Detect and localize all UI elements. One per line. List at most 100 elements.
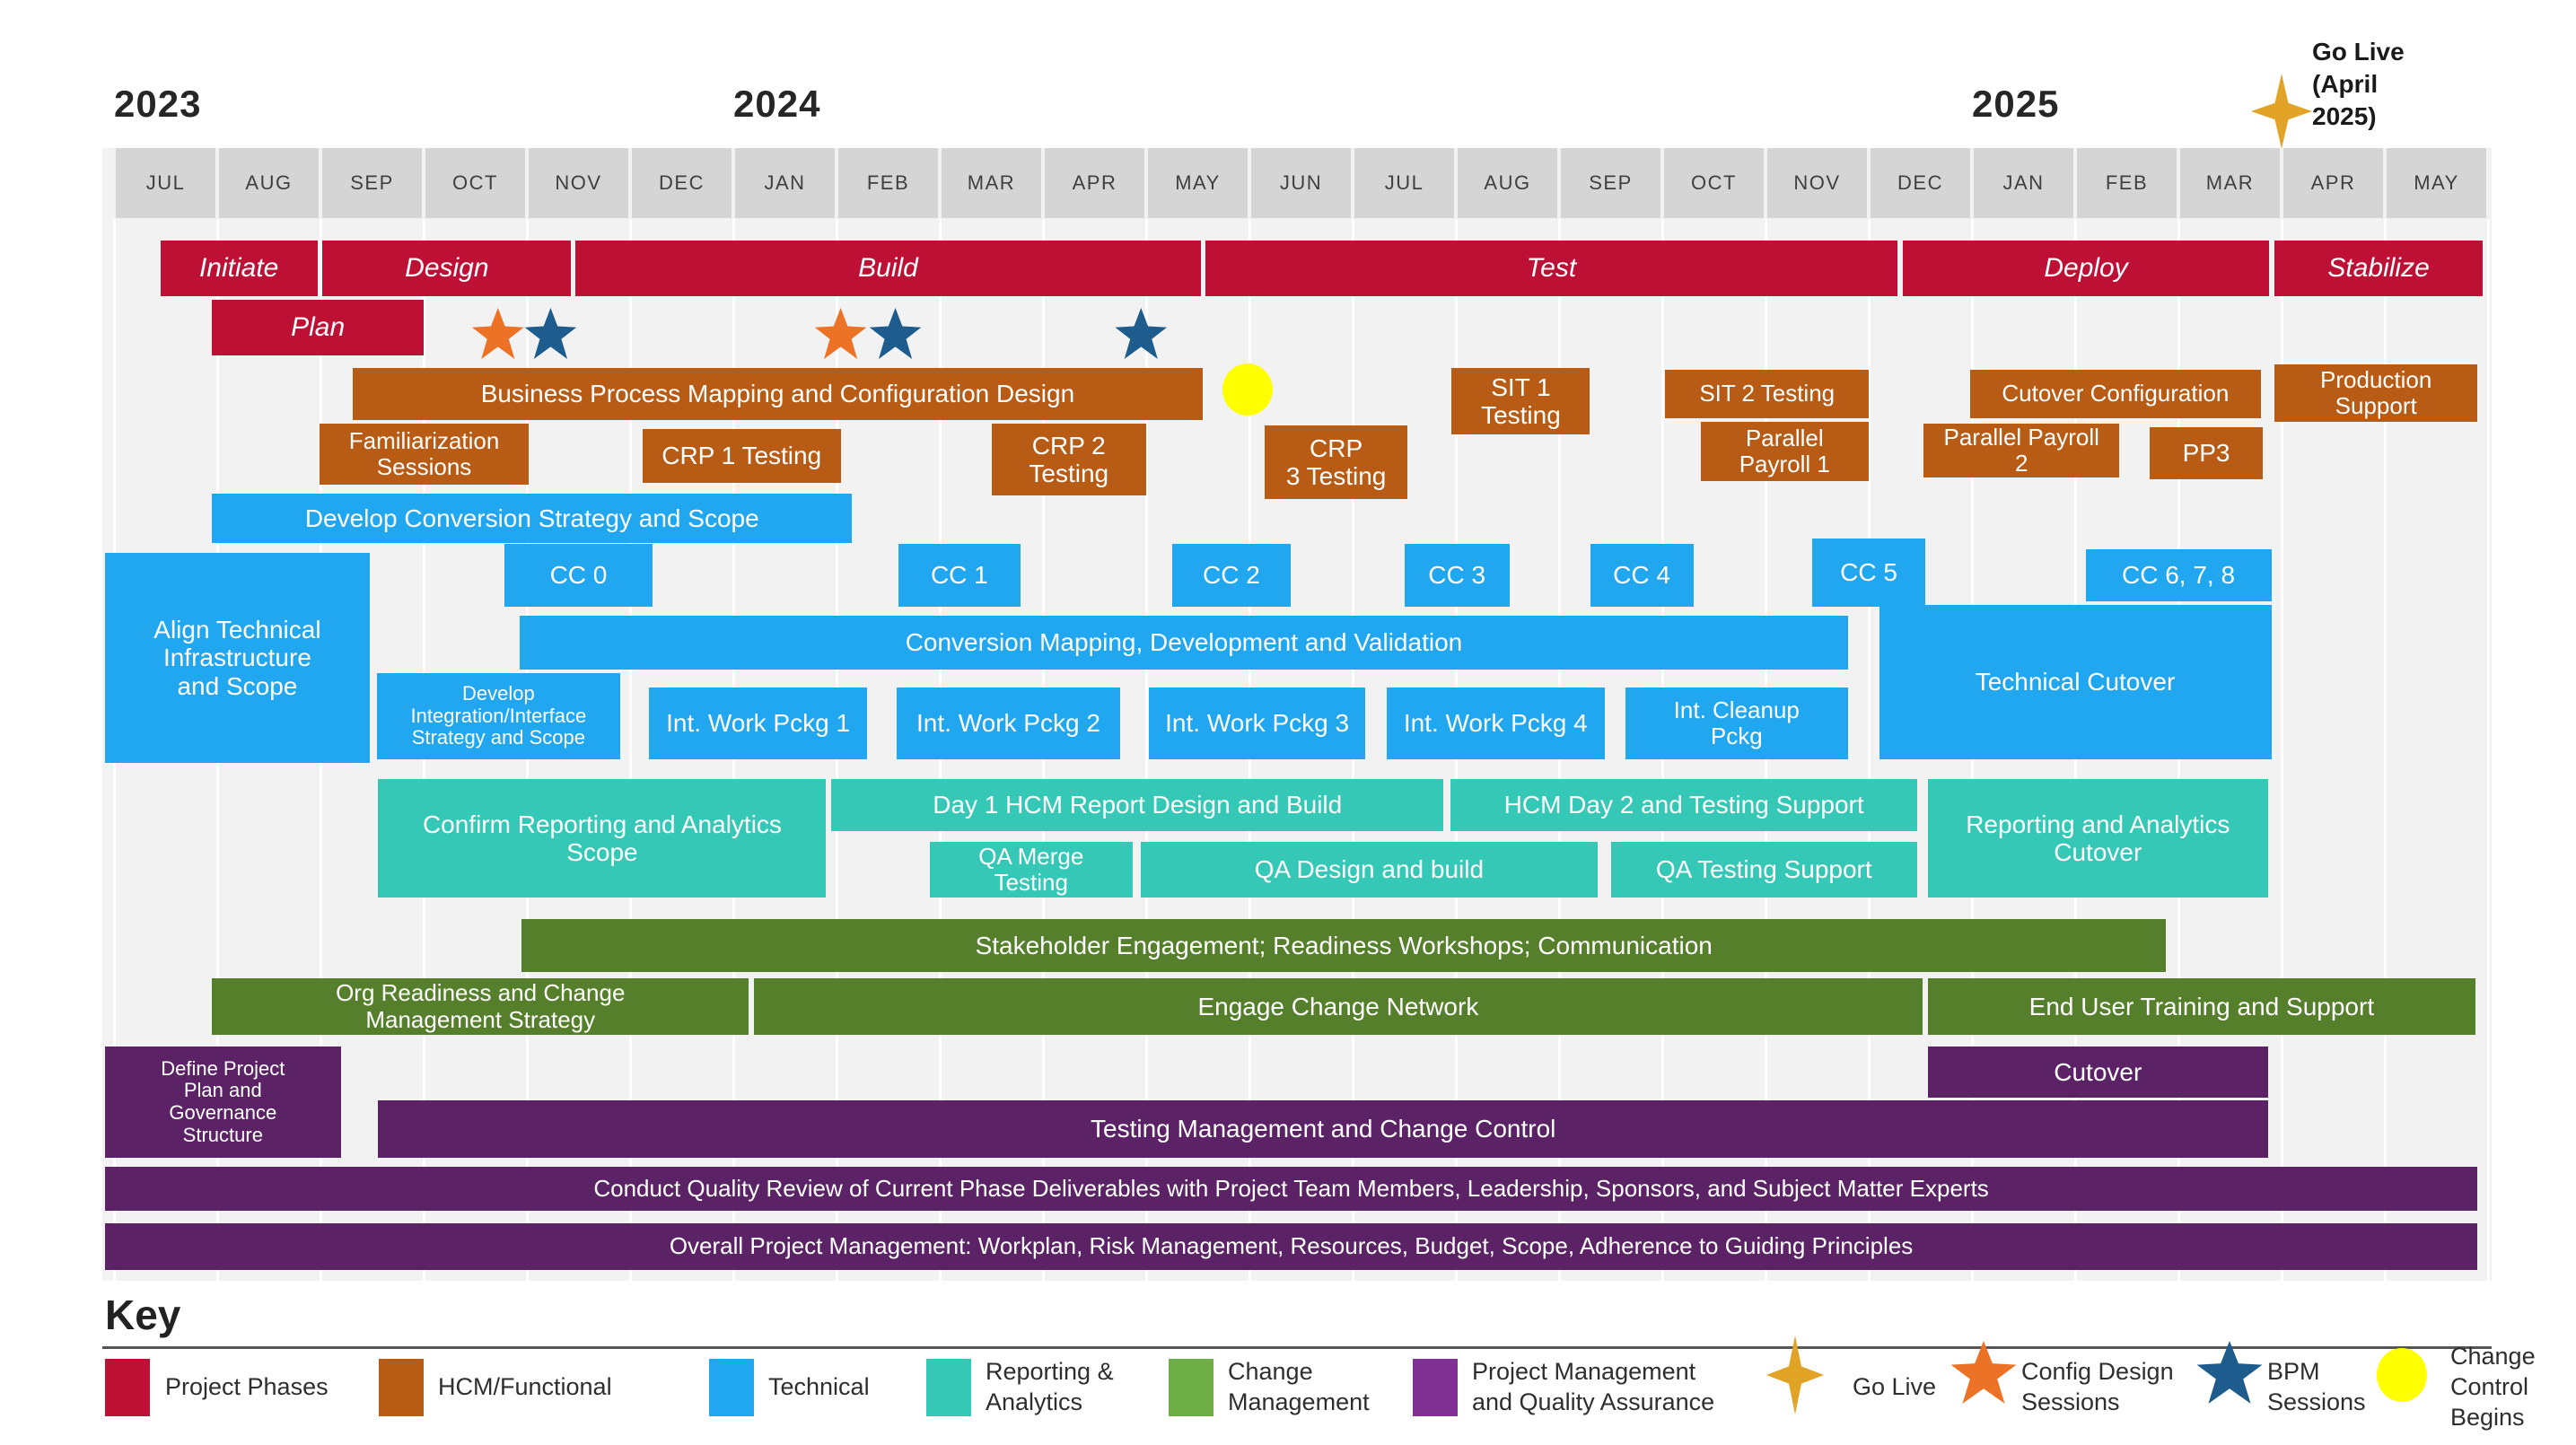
bar-production-support: Production Support (2274, 364, 2478, 422)
bar-phase-initiate: Initiate (160, 241, 318, 296)
bar-cutover-configuration: Cutover Configuration (1969, 370, 2261, 418)
month-cell-may-22: MAY (2387, 148, 2486, 218)
bar-qa-design-and-build: QA Design and build (1141, 842, 1598, 898)
bar-pp3: PP3 (2149, 427, 2264, 479)
bar-reporting-analytics-cutover: Reporting and Analytics Cutover (1927, 779, 2269, 898)
month-cell-apr-21: APR (2283, 148, 2383, 218)
month-gridline (1867, 219, 1871, 1281)
month-cell-sep-2: SEP (322, 148, 422, 218)
key-swatch-change-management (1169, 1359, 1214, 1416)
bar-day-1-hcm-report: Day 1 HCM Report Design and Build (831, 779, 1444, 831)
key-label-config-design-sessions: Config Design Sessions (2021, 1358, 2174, 1415)
bar-technical-cutover: Technical Cutover (1879, 605, 2272, 759)
month-cell-mar-8: MAR (942, 148, 1041, 218)
bar-int-cleanup-pckg: Int. Cleanup Pckg (1625, 687, 1848, 759)
change-control-begins-circle-icon (1222, 363, 1273, 416)
bar-testing-management: Testing Management and Change Control (378, 1100, 2269, 1158)
bar-int-work-pckg-1: Int. Work Pckg 1 (648, 687, 868, 759)
key-bpm-sessions-icon (2196, 1341, 2263, 1404)
key-label-go-live: Go Live (1853, 1373, 1937, 1401)
month-gridline (1144, 219, 1148, 1281)
bar-crp-1-testing: CRP 1 Testing (642, 429, 841, 483)
month-cell-feb-7: FEB (838, 148, 938, 218)
bar-int-work-pckg-2: Int. Work Pckg 2 (896, 687, 1121, 759)
bar-qa-testing-support: QA Testing Support (1610, 842, 1918, 898)
month-cell-feb-19: FEB (2077, 148, 2177, 218)
key-swatch-reporting-analytics (926, 1359, 971, 1416)
bar-engage-change-network: Engage Change Network (754, 978, 1923, 1035)
bar-hcm-day-2-testing-support: HCM Day 2 and Testing Support (1450, 779, 1918, 831)
key-label-project-management-and-quality-assurance: Project Management and Quality Assurance (1472, 1358, 1715, 1415)
month-cell-aug-13: AUG (1458, 148, 1557, 218)
key-swatch-technical (709, 1359, 754, 1416)
bar-cc-5: CC 5 (1811, 539, 1926, 607)
bar-develop-integration-strategy: Develop Integration/Interface Strategy a… (377, 673, 620, 759)
bar-parallel-payroll-1: Parallel Payroll 1 (1700, 422, 1869, 481)
month-cell-nov-4: NOV (529, 148, 628, 218)
bar-overall-project-management: Overall Project Management: Workplan, Ri… (104, 1223, 2478, 1270)
bar-crp-2-testing: CRP 2 Testing (991, 424, 1146, 495)
bar-cc-0: CC 0 (504, 544, 653, 607)
month-cell-dec-5: DEC (632, 148, 732, 218)
bar-cc-2: CC 2 (1171, 544, 1291, 607)
bar-align-technical-infrastructure: Align Technical Infrastructure and Scope (104, 553, 371, 763)
key-label-reporting-analytics: Reporting & Analytics (986, 1358, 1114, 1415)
bar-stakeholder-engagement: Stakeholder Engagement; Readiness Worksh… (521, 919, 2167, 972)
key-swatch-project-management-and-quality-assurance (1413, 1359, 1458, 1416)
go-live-star-icon (2251, 74, 2312, 149)
month-cell-may-10: MAY (1148, 148, 1248, 218)
bar-business-process-mapping: Business Process Mapping and Configurati… (352, 368, 1204, 420)
bar-phase-plan: Plan (212, 300, 424, 355)
month-cell-nov-16: NOV (1767, 148, 1867, 218)
go-live-label: Go Live (April 2025) (2312, 38, 2405, 130)
bar-int-work-pckg-4: Int. Work Pckg 4 (1386, 687, 1605, 759)
key-label-hcm-functional: HCM/Functional (438, 1373, 612, 1401)
bar-cc-6-7-8: CC 6, 7, 8 (2085, 549, 2272, 601)
key-divider (102, 1346, 2492, 1349)
month-cell-sep-14: SEP (1561, 148, 1660, 218)
bar-qa-merge-testing: QA Merge Testing (929, 842, 1134, 898)
bar-int-work-pckg-3: Int. Work Pckg 3 (1149, 687, 1365, 759)
month-gridline (2486, 219, 2490, 1281)
bar-crp-3-testing: CRP 3 Testing (1265, 425, 1407, 499)
bar-parallel-payroll-2: Parallel Payroll 2 (1923, 424, 2120, 477)
month-cell-jul-0: JUL (116, 148, 215, 218)
bar-phase-deploy: Deploy (1902, 241, 2270, 296)
bar-phase-design: Design (322, 241, 572, 296)
bar-end-user-training: End User Training and Support (1927, 978, 2476, 1035)
bar-sit-1-testing: SIT 1 Testing (1451, 368, 1590, 434)
month-gridline (2280, 219, 2283, 1281)
key-swatch-hcm-functional (379, 1359, 424, 1416)
key-config-design-sessions-icon (1950, 1341, 2017, 1404)
month-gridline (628, 219, 632, 1281)
bar-conduct-quality-review: Conduct Quality Review of Current Phase … (104, 1167, 2478, 1211)
key-change-control-begins-icon (2377, 1348, 2427, 1402)
bar-cc-1: CC 1 (898, 544, 1021, 607)
month-cell-jul-12: JUL (1354, 148, 1454, 218)
bar-phase-stabilize: Stabilize (2274, 241, 2484, 296)
bar-cutover: Cutover (1927, 1047, 2269, 1098)
key-label-change-management: Change Management (1228, 1358, 1370, 1415)
bar-sit-2-testing: SIT 2 Testing (1665, 370, 1869, 418)
month-cell-jun-11: JUN (1251, 148, 1351, 218)
month-cell-jan-18: JAN (1974, 148, 2073, 218)
year-label-2023: 2023 (114, 83, 202, 125)
bar-phase-test: Test (1205, 241, 1898, 296)
month-cell-oct-15: OCT (1664, 148, 1764, 218)
month-cell-dec-17: DEC (1871, 148, 1970, 218)
bar-org-readiness-strategy: Org Readiness and Change Management Stra… (212, 978, 749, 1035)
key-title: Key (105, 1292, 181, 1338)
month-gridline (2383, 219, 2387, 1281)
bar-develop-conversion-strategy: Develop Conversion Strategy and Scope (212, 494, 853, 543)
month-cell-oct-3: OCT (425, 148, 525, 218)
key-label-technical: Technical (768, 1373, 870, 1401)
year-label-2025: 2025 (1972, 83, 2060, 125)
bar-cc-4: CC 4 (1590, 544, 1694, 607)
key-label-bpm-sessions: BPM Sessions (2267, 1358, 2366, 1415)
key-label-project-phases: Project Phases (165, 1373, 329, 1401)
month-cell-aug-1: AUG (219, 148, 319, 218)
key-swatch-project-phases (105, 1359, 150, 1416)
bar-define-project-plan: Define Project Plan and Governance Struc… (104, 1047, 341, 1158)
key-label-change-control-begins: Change Control Begins (2450, 1343, 2536, 1431)
